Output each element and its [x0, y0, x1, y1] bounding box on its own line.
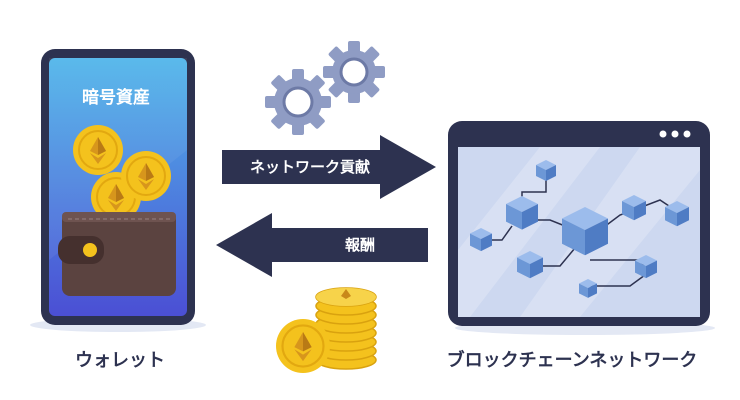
contribution-arrow-label: ネットワーク貢献 [249, 158, 370, 176]
wallet-icon [58, 212, 176, 296]
phone-title: 暗号資産 [82, 88, 150, 108]
contribution-arrow [222, 135, 436, 199]
ethereum-coin-icon [274, 317, 332, 375]
reward-arrow [216, 213, 428, 277]
reward-arrow-label: 報酬 [344, 236, 375, 254]
wallet-caption: ウォレット [75, 350, 165, 371]
gear-icon [323, 41, 385, 103]
ethereum-coin-icon [72, 124, 124, 176]
network-caption: ブロックチェーンネットワーク [446, 350, 698, 371]
window-dots-icon [659, 130, 691, 138]
ethereum-coin-icon [120, 150, 172, 202]
gear-icon [265, 69, 331, 135]
coin-stack [315, 287, 377, 370]
